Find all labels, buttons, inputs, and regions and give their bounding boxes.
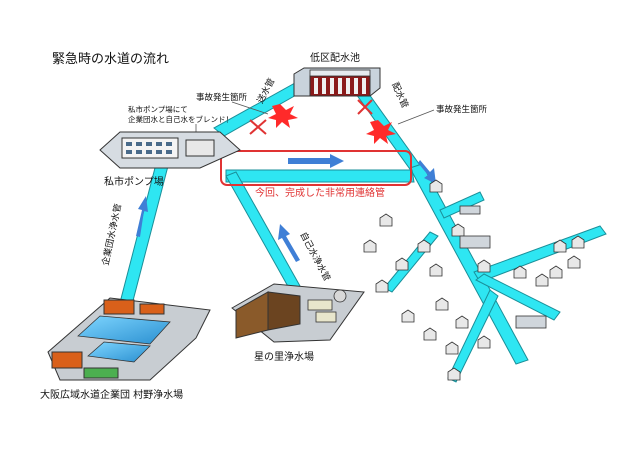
house — [429, 263, 443, 277]
house — [477, 335, 491, 349]
house — [553, 239, 567, 253]
houses — [363, 179, 585, 381]
reservoir-label: 低区配水池 — [310, 51, 360, 64]
branch-pipe-3 — [383, 231, 439, 293]
emergency-link-pipe — [225, 169, 415, 183]
distribution-pipe-label: 配水管 — [389, 80, 411, 110]
house — [417, 239, 431, 253]
flow-arrow-link — [288, 154, 344, 168]
branch-pipe-5 — [439, 191, 485, 219]
distribution-pipe-label-group: 配水管 — [389, 80, 411, 110]
pipe-network — [115, 75, 607, 383]
blend-callout-line1: 私市ポンプ場にて — [128, 104, 188, 114]
enterprise-pipe-label-group: 企業団水浄水管 — [99, 202, 124, 266]
house — [447, 367, 461, 381]
accident-marker-left — [249, 104, 298, 135]
apartment-blocks — [459, 205, 547, 329]
house — [513, 265, 527, 279]
apartment-block — [515, 315, 547, 329]
house — [549, 265, 563, 279]
house — [455, 315, 469, 329]
accident-callout-left: 事故発生箇所 — [196, 92, 248, 103]
branch-pipe-2 — [475, 273, 561, 321]
house — [395, 257, 409, 271]
accident-callout-left-line — [231, 101, 269, 115]
own-water-pipe-label-group: 自己水浄水管 — [297, 230, 333, 283]
branch-pipe-4 — [447, 289, 499, 383]
hoshinosato-label: 星の里浄水場 — [254, 350, 314, 363]
blend-callout-line2: 企業団水と自己水をブレンド！ — [128, 114, 233, 124]
hoshinosato-plant — [231, 283, 365, 343]
accident-callout-right: 事故発生箇所 — [436, 104, 488, 115]
house — [451, 223, 465, 237]
house — [571, 235, 585, 249]
house — [401, 309, 415, 323]
house — [535, 273, 549, 287]
house — [379, 213, 393, 227]
flow-arrow-own — [278, 224, 300, 262]
accident-marker-right — [357, 99, 396, 144]
house — [445, 341, 459, 355]
flow-arrow-enterprise — [136, 196, 148, 237]
house — [567, 255, 581, 269]
distribution-main-pipe — [409, 163, 529, 365]
apartment-block — [459, 235, 491, 249]
enterprise-pipe-label: 企業団水浄水管 — [99, 202, 124, 266]
house — [429, 179, 443, 193]
emergency-link-label: 今回、完成した非常用連絡管 — [255, 186, 385, 199]
house — [375, 279, 389, 293]
apartment-block — [459, 205, 481, 215]
diagram-title: 緊急時の水道の流れ — [52, 52, 169, 67]
flow-arrows — [136, 154, 436, 262]
house — [435, 297, 449, 311]
house — [423, 327, 437, 341]
reservoir-building — [293, 67, 381, 97]
own-water-pipe-label: 自己水浄水管 — [297, 230, 333, 283]
flow-arrow-right — [418, 160, 436, 184]
city-pump-building — [99, 131, 241, 169]
city-pump-label: 私市ポンプ場 — [104, 175, 164, 188]
murano-plant — [47, 297, 211, 381]
murano-plant-label: 大阪広域水道企業団 村野浄水場 — [40, 388, 183, 401]
house — [477, 259, 491, 273]
accident-callout-right-line — [397, 109, 435, 125]
branch-pipe-1 — [473, 225, 607, 283]
house — [363, 239, 377, 253]
emergency-link-highlight — [220, 150, 412, 186]
